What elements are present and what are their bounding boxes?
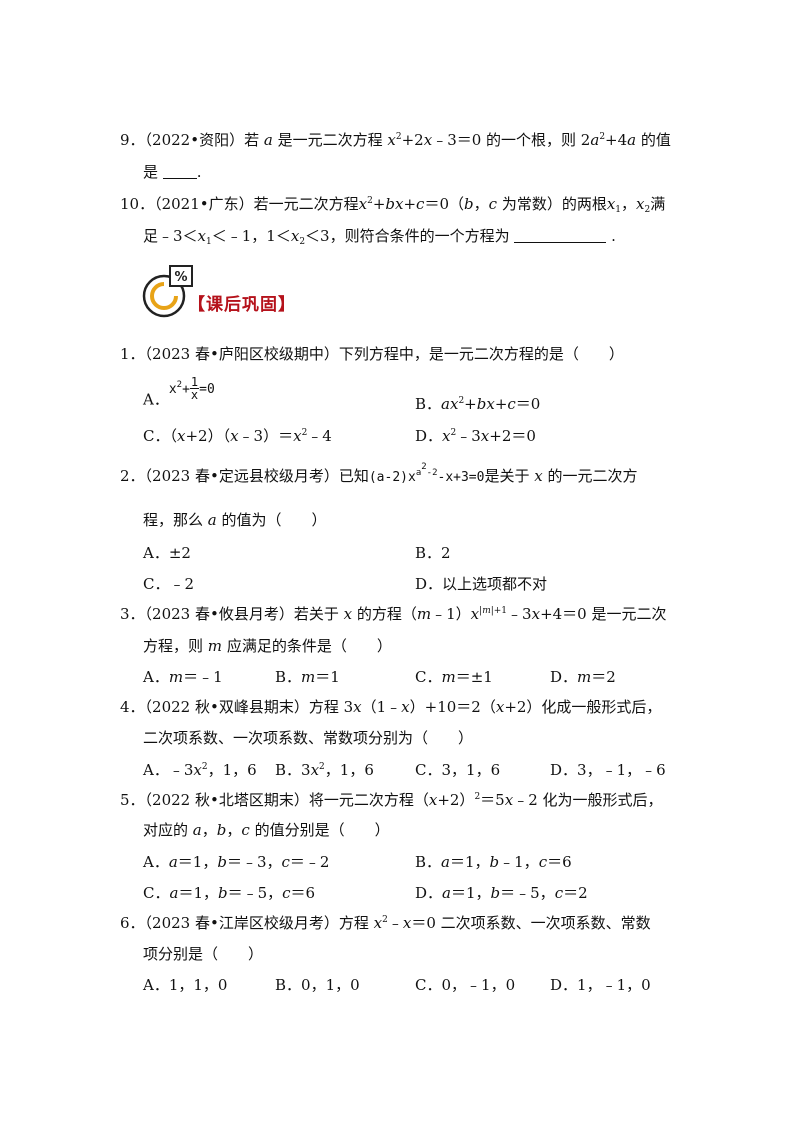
option-a[interactable]: A．a＝1，b＝﹣3，c＝﹣2: [143, 853, 330, 871]
question-2-stem-2: 程，那么 a 的值为（ ）: [143, 511, 327, 529]
question-3-stem: 3．（2023 春•攸县月考）若关于 x 的方程（m﹣1）x|m|+1﹣3x+4…: [120, 605, 667, 623]
question-3-stem-2: 方程，则 m 应满足的条件是（ ）: [143, 637, 392, 655]
question-10-line-2: 足﹣3＜x1＜﹣1，1＜x2＜3，则符合条件的一个方程为 .: [143, 227, 616, 247]
question-5-stem: 5．（2022 秋•北塔区期末）将一元二次方程（x+2）2＝5x﹣2 化为一般形…: [120, 791, 663, 809]
option-c[interactable]: C．3，1，6: [415, 761, 501, 779]
option-a[interactable]: A．﹣3x2，1，6: [143, 761, 257, 779]
question-1-stem: 1．（2023 春•庐阳区校级期中）下列方程中，是一元二次方程的是（ ）: [120, 345, 624, 363]
option-c[interactable]: C．a＝1，b＝﹣5，c＝6: [143, 884, 316, 902]
option-d[interactable]: D．以上选项都不对: [415, 575, 548, 593]
question-2-stem: 2．（2023 春•定远县校级月考）已知(a-2)xa2-2-x+3=0是关于 …: [120, 462, 638, 486]
question-9-line-2: 是 .: [143, 163, 202, 181]
option-b[interactable]: B．ax2+bx+c＝0: [415, 395, 541, 413]
option-c[interactable]: C．m＝±1: [415, 668, 493, 686]
option-c[interactable]: C．0，﹣1，0: [415, 976, 516, 994]
option-b[interactable]: B．m＝1: [275, 668, 340, 686]
question-6-stem-2: 项分别是（ ）: [143, 945, 264, 963]
question-number: 10．: [120, 195, 155, 213]
section-title: 【课后巩固】: [188, 295, 296, 315]
question-6-stem: 6．（2023 春•江岸区校级月考）方程 x2﹣x＝0 二次项系数、一次项系数、…: [120, 914, 651, 932]
question-number: 1．: [120, 345, 145, 363]
option-c[interactable]: C．﹣2: [143, 575, 195, 593]
question-number: 2．: [120, 467, 145, 485]
option-d[interactable]: D．3，﹣1，﹣6: [550, 761, 666, 779]
question-9-line-1: 9．（2022•资阳）若 a 是一元二次方程 x2+2x﹣3＝0 的一个根，则 …: [120, 131, 671, 149]
question-number: 5．: [120, 791, 145, 809]
question-number: 6．: [120, 914, 145, 932]
question-number: 9．: [120, 131, 145, 149]
answer-blank[interactable]: [162, 164, 197, 179]
section-banner: % 【课后巩固】: [140, 262, 320, 324]
option-d[interactable]: D．a＝1，b＝﹣5，c＝2: [415, 884, 588, 902]
question-number: 4．: [120, 698, 145, 716]
percent-pie-icon: %: [142, 265, 193, 318]
question-10-line-1: 10．（2021•广东）若一元二次方程x2+bx+c＝0（b，c 为常数）的两根…: [120, 195, 666, 215]
option-d[interactable]: D．m＝2: [550, 668, 616, 686]
svg-text:%: %: [174, 270, 187, 285]
option-b[interactable]: B．a＝1，b﹣1，c＝6: [415, 853, 572, 871]
option-a[interactable]: A．m＝﹣1: [143, 668, 223, 686]
question-5-stem-2: 对应的 a，b，c 的值分别是（ ）: [143, 821, 390, 839]
option-c[interactable]: C．（x+2）（x﹣3）＝x2﹣4: [143, 427, 332, 445]
answer-blank[interactable]: [514, 228, 607, 243]
question-4-stem: 4．（2022 秋•双峰县期末）方程 3x（1﹣x）+10＝2（x+2）化成一般…: [120, 698, 662, 716]
option-d[interactable]: D．x2﹣3x+2＝0: [415, 427, 536, 445]
option-a[interactable]: A．1，1，0: [143, 976, 228, 994]
question-4-stem-2: 二次项系数、一次项系数、常数项分别为（ ）: [143, 729, 474, 747]
option-a[interactable]: A．±2: [143, 544, 191, 562]
option-b[interactable]: B．3x2，1，6: [275, 761, 374, 779]
option-b[interactable]: B．2: [415, 544, 451, 562]
option-b[interactable]: B．0，1，0: [275, 976, 360, 994]
option-d[interactable]: D．1，﹣1，0: [550, 976, 651, 994]
question-number: 3．: [120, 605, 145, 623]
